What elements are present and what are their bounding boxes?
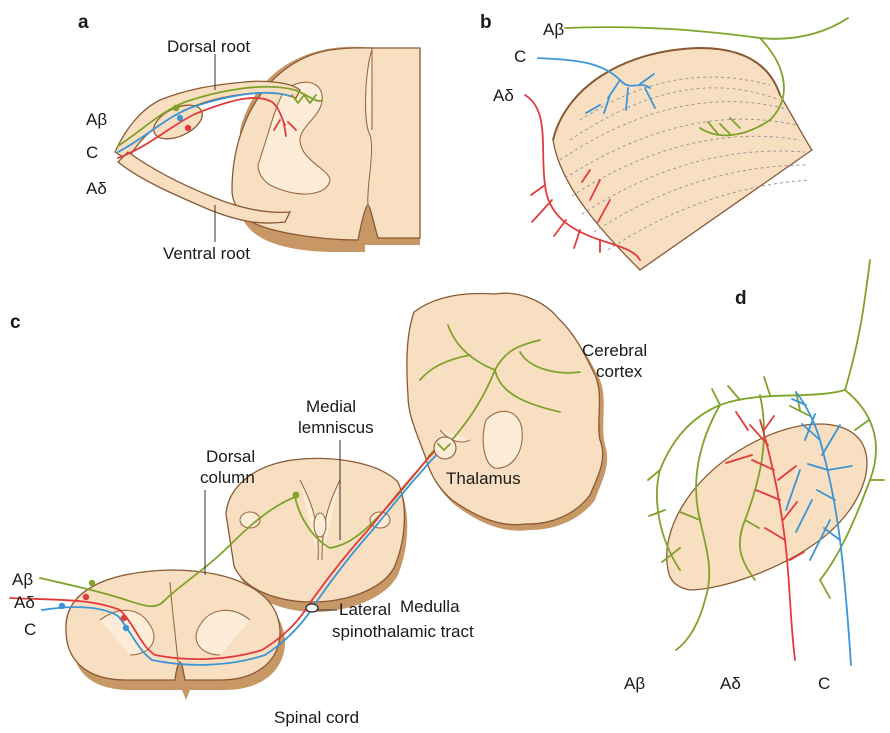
spinal-cord-section-c bbox=[66, 570, 285, 700]
panel-c-c-label: C bbox=[24, 620, 36, 639]
panel-a: a Dorsal root Ventral r bbox=[78, 12, 420, 263]
medial-lemniscus-label-line1: Medial bbox=[306, 397, 356, 416]
panel-b-letter: b bbox=[480, 12, 492, 33]
panel-a-adelta-label: Aδ bbox=[86, 179, 107, 198]
panel-d: d Aβ Aδ C bbox=[624, 260, 884, 693]
lateral-tract-label-line1: Lateral bbox=[339, 600, 391, 619]
spinal-cord-label: Spinal cord bbox=[274, 708, 359, 727]
dorsal-root-label: Dorsal root bbox=[167, 37, 250, 56]
panel-b: b Aβ C Aδ bbox=[480, 12, 848, 270]
cerebral-cortex-label-line1: Cerebral bbox=[582, 341, 647, 360]
lateral-tract-label-line2: spinothalamic tract bbox=[332, 622, 474, 641]
medial-lemniscus-label-line2: lemniscus bbox=[298, 418, 374, 437]
panel-d-adelta-label: Aδ bbox=[720, 674, 741, 693]
medulla-label: Medulla bbox=[400, 597, 460, 616]
panel-d-abeta-label: Aβ bbox=[624, 674, 645, 693]
panel-c: c bbox=[10, 293, 647, 727]
panel-c-letter: c bbox=[10, 312, 21, 333]
panel-b-c-label: C bbox=[514, 47, 526, 66]
panel-d-letter: d bbox=[735, 288, 747, 309]
panel-d-c-label: C bbox=[818, 674, 830, 693]
thalamus-label: Thalamus bbox=[446, 469, 521, 488]
panel-c-abeta-label: Aβ bbox=[12, 570, 33, 589]
dorsal-column-label-line2: column bbox=[200, 468, 255, 487]
panel-a-c-label: C bbox=[86, 143, 98, 162]
panel-a-abeta-label: Aβ bbox=[86, 110, 107, 129]
dorsal-column-label-line1: Dorsal bbox=[206, 447, 255, 466]
panel-a-letter: a bbox=[78, 12, 89, 33]
panel-c-adelta-label: Aδ bbox=[14, 593, 35, 612]
panel-b-abeta-label: Aβ bbox=[543, 20, 564, 39]
cerebral-hemisphere bbox=[407, 293, 607, 530]
ventral-root-label: Ventral root bbox=[163, 244, 250, 263]
cerebral-cortex-label-line2: cortex bbox=[596, 362, 643, 381]
panel-b-adelta-label: Aδ bbox=[493, 86, 514, 105]
